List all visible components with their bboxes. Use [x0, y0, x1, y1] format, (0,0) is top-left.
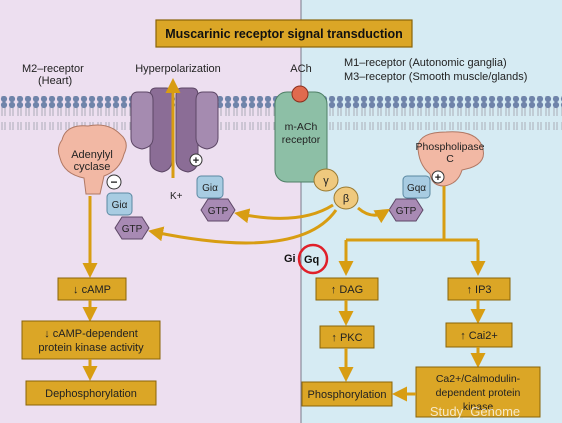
- phosphorylation-label: Phosphorylation: [308, 389, 387, 401]
- ip3-label: ↑ IP3: [466, 284, 491, 296]
- pka-label-2: protein kinase activity: [38, 342, 144, 354]
- gi-alpha-left-label: Giα: [112, 200, 128, 211]
- k-plus-label: K+: [170, 191, 183, 202]
- phospholipase-c-label: Phospholipase: [416, 141, 485, 153]
- title-box: [155, 19, 413, 48]
- m2-receptor-label: M2–receptor: [22, 63, 84, 75]
- gamma-subunit: [313, 168, 339, 192]
- arrow-to-gi-left: [148, 209, 338, 245]
- gtp-left-label: GTP: [122, 224, 143, 235]
- camp-box: [57, 277, 127, 301]
- gq-alpha-label: Gqα: [407, 183, 426, 194]
- gq-alpha: [402, 175, 431, 199]
- potassium-channel: [130, 87, 219, 173]
- phospholipase-c-label-2: C: [446, 153, 454, 165]
- dephosphorylation-label: Dephosphorylation: [45, 388, 137, 400]
- plc-plus-icon: [431, 170, 445, 184]
- adenylyl-cyclase-shape: [57, 124, 127, 195]
- dag-label: ↑ DAG: [331, 284, 363, 296]
- channel-plus-sign: +: [193, 155, 199, 167]
- gtp-left: [114, 216, 150, 240]
- receptor-label: m-ACh: [285, 121, 318, 133]
- gtp-center-label: GTP: [208, 206, 229, 217]
- hyperpolarization-label: Hyperpolarization: [135, 63, 221, 75]
- pka-box: [21, 320, 161, 360]
- adenylyl-cyclase-label-2: cyclase: [74, 161, 111, 173]
- m1-receptor-label: M1–receptor (Autonomic ganglia): [344, 57, 507, 69]
- gi-alpha-center: [196, 175, 224, 199]
- plc-plus-sign: +: [435, 172, 441, 184]
- ach-ligand-icon: [291, 85, 309, 103]
- gtp-right-label: GTP: [396, 206, 417, 217]
- minus-icon: [106, 174, 122, 190]
- watermark: Study_Genome: [430, 404, 520, 419]
- gtp-center: [200, 198, 236, 222]
- camk-label-2: dependent protein: [436, 387, 521, 399]
- beta-label: β: [343, 193, 349, 205]
- camp-label: ↓ cAMP: [73, 284, 111, 296]
- adenylyl-cyclase-label: Adenylyl: [71, 149, 113, 161]
- ca-label: ↑ Cai2+: [460, 330, 498, 342]
- minus-sign: −: [110, 175, 117, 189]
- pka-label: ↓ cAMP-dependent: [44, 328, 138, 340]
- gamma-label: γ: [323, 175, 329, 187]
- gq-label: Gq: [304, 254, 319, 266]
- gi-alpha-left: [106, 192, 133, 216]
- gq-highlight-circle: [297, 243, 329, 275]
- arrow-to-gi-center: [234, 203, 334, 224]
- receptor-label-2: receptor: [282, 134, 321, 146]
- m3-receptor-label: M3–receptor (Smooth muscle/glands): [344, 71, 527, 83]
- gi-label: Gi: [284, 253, 296, 265]
- gi-alpha-center-label: Giα: [202, 183, 218, 194]
- arrow-to-gq: [357, 206, 391, 224]
- ach-label: ACh: [290, 63, 311, 75]
- camk-label: Ca2+/Calmodulin-: [436, 373, 521, 385]
- pkc-label: ↑ PKC: [331, 332, 362, 344]
- phosphorylation-box: [301, 381, 393, 407]
- camk-label-3: kinase: [463, 401, 494, 413]
- channel-plus-icon: [189, 153, 203, 167]
- dephosphorylation-box: [25, 380, 157, 406]
- title: Muscarinic receptor signal transduction: [165, 27, 403, 41]
- m2-heart-label: (Heart): [38, 75, 72, 87]
- beta-subunit: [333, 186, 359, 210]
- camk-box: [415, 366, 541, 418]
